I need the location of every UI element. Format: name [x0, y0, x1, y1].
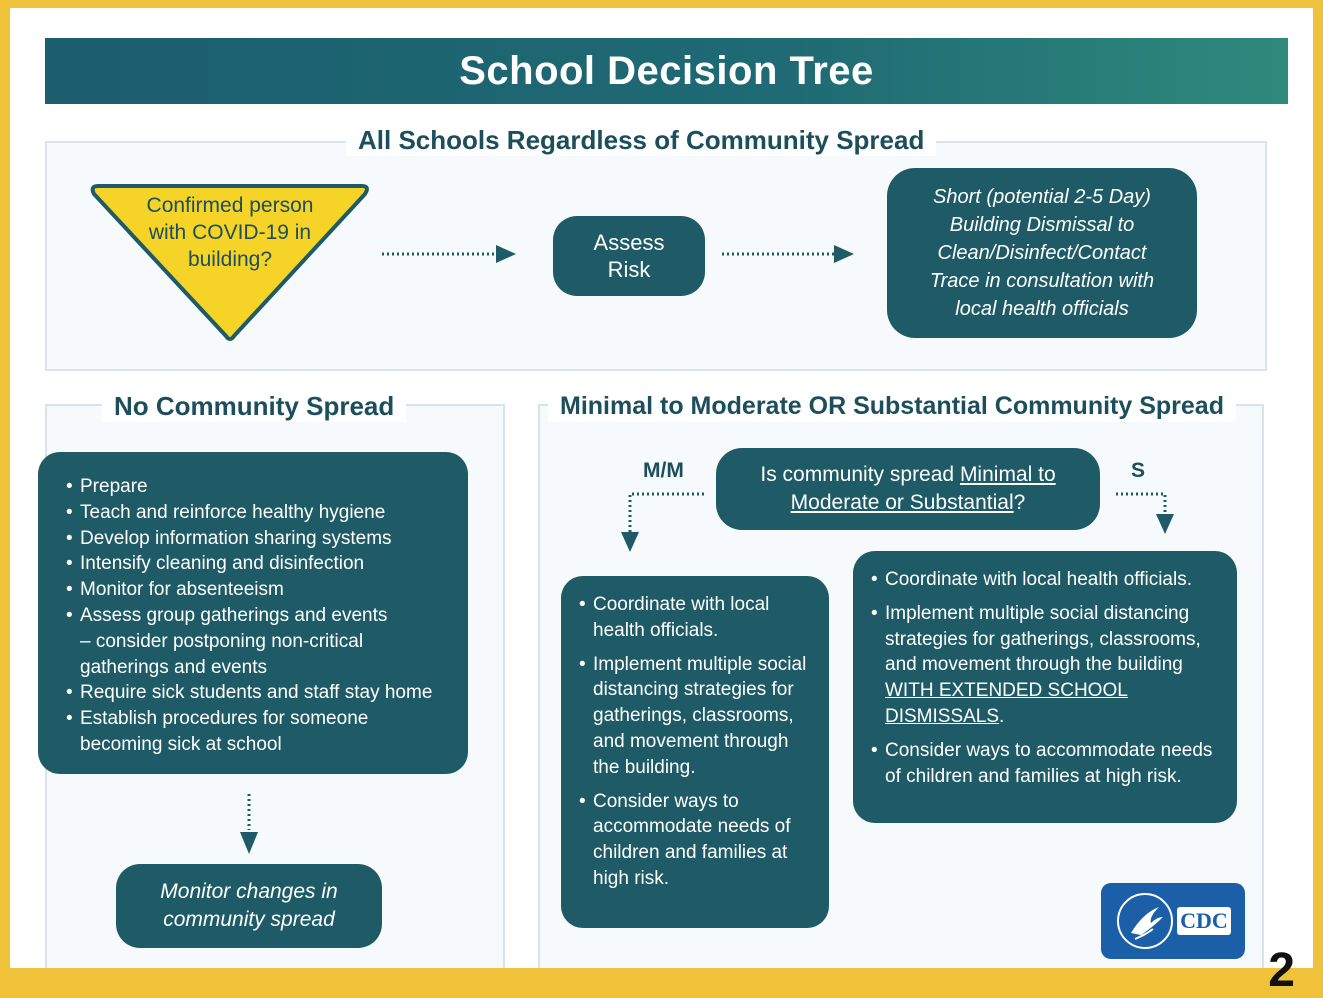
list-item: Assess group gatherings and events – con…	[64, 603, 400, 680]
decision-text: Confirmed person with COVID-19 in buildi…	[146, 194, 314, 271]
no-spread-title: No Community Spread	[102, 390, 407, 422]
top-section-title: All Schools Regardless of Community Spre…	[346, 124, 937, 156]
infographic-frame: School Decision Tree All Schools Regardl…	[10, 8, 1313, 968]
s-item2-link: WITH EXTENDED SCHOOL DISMISSALS	[885, 680, 1128, 727]
list-item: Teach and reinforce healthy hygiene	[64, 500, 456, 526]
list-item: Implement multiple social distancing str…	[869, 601, 1219, 730]
list-item: Implement multiple social distancing str…	[577, 652, 811, 781]
mm-list: Coordinate with local health officials. …	[577, 592, 811, 892]
cdc-logo: CDC	[1101, 883, 1245, 959]
spread-question: Is community spread Minimal to Moderate …	[738, 461, 1078, 517]
list-item: Consider ways to accommodate needs of ch…	[577, 789, 811, 892]
list-item: Develop information sharing systems	[64, 526, 456, 552]
mm-label: M/M	[643, 459, 684, 482]
spread-title: Minimal to Moderate OR Substantial Commu…	[548, 390, 1236, 422]
list-item: Coordinate with local health officials.	[869, 567, 1219, 593]
monitor-text: Monitor changes in community spread	[160, 880, 338, 931]
assess-risk-text: Assess Risk	[593, 230, 665, 282]
outcome-text: Short (potential 2-5 Day) Building Dismi…	[929, 186, 1155, 320]
s-actions-box: Coordinate with local health officials. …	[853, 551, 1237, 823]
list-item: Prepare	[64, 474, 456, 500]
question-link: Minimal to Moderate or Substantial	[790, 463, 1056, 514]
question-suffix: ?	[1013, 491, 1026, 514]
assess-risk-box: Assess Risk	[553, 216, 705, 296]
monitor-box: Monitor changes in community spread	[116, 864, 382, 948]
s-item2-text: Implement multiple social distancing str…	[885, 602, 1201, 676]
list-item: Establish procedures for someone becomin…	[64, 706, 400, 758]
list-item: Require sick students and staff stay hom…	[64, 680, 456, 706]
list-item: Intensify cleaning and disinfection	[64, 551, 456, 577]
list-item: Coordinate with local health officials.	[577, 592, 811, 644]
s-item2-end: .	[999, 705, 1005, 727]
s-label: S	[1131, 459, 1146, 482]
question-prefix: Is community spread	[760, 463, 960, 486]
list-item: Consider ways to accommodate needs of ch…	[869, 738, 1219, 790]
s-list: Coordinate with local health officials. …	[869, 567, 1219, 789]
outcome-box: Short (potential 2-5 Day) Building Dismi…	[887, 168, 1197, 338]
no-spread-list: Prepare Teach and reinforce healthy hygi…	[64, 474, 456, 758]
page-number: 2	[1268, 944, 1295, 997]
cdc-logo-text: CDC	[1180, 908, 1228, 933]
hhs-eagle-icon	[1117, 893, 1173, 949]
page-title: School Decision Tree	[45, 38, 1288, 104]
cdc-badge: CDC	[1177, 907, 1231, 935]
mm-actions-box: Coordinate with local health officials. …	[561, 576, 829, 928]
decision-triangle	[90, 184, 369, 341]
no-spread-actions-box: Prepare Teach and reinforce healthy hygi…	[38, 452, 468, 774]
list-item: Monitor for absenteeism	[64, 577, 456, 603]
spread-question-box: Is community spread Minimal to Moderate …	[716, 448, 1100, 530]
